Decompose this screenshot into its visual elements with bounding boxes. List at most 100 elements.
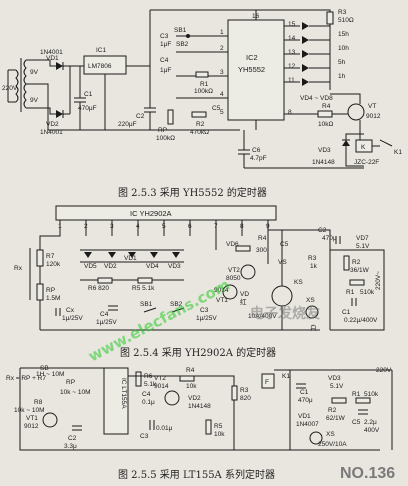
cx-ref: Cx	[66, 307, 75, 314]
c5-ref: C5	[352, 419, 361, 426]
k1-ref: K1	[282, 373, 290, 380]
vd3-part: 1N4148	[312, 159, 335, 166]
d1-ref: VD1	[46, 55, 59, 62]
led-10h: 10h	[338, 45, 349, 52]
ks-ref: KS	[294, 279, 303, 286]
r6-val: 5.1k	[144, 381, 157, 388]
r4-ref: R4	[186, 367, 195, 374]
vt1-ref: VT1	[26, 415, 38, 422]
ic2-pin11: 11	[288, 77, 295, 84]
r2-ref: R2	[328, 407, 337, 414]
r3-ref: R3	[240, 387, 249, 394]
ic2-pin15: 15	[288, 21, 296, 28]
vd4-ref: VD4	[146, 263, 159, 270]
resistor-r4	[235, 245, 251, 252]
vd3-ref: VD3	[328, 375, 341, 382]
vs-val: 10A/400V	[248, 313, 277, 320]
ic2-pin4: 4	[220, 91, 224, 98]
vt2-val: 9014	[154, 383, 169, 390]
ic2-pin5: 5	[220, 109, 224, 116]
ic-lt155a	[103, 367, 129, 435]
sb2-label: SB2	[176, 41, 189, 48]
c2-val: 220μF	[118, 121, 137, 128]
transistor-vt	[347, 103, 365, 121]
r2-ref: R2	[352, 259, 361, 266]
issue-number: NO.136	[340, 465, 395, 482]
c6-ref: C6	[252, 147, 261, 154]
r7-val: 120k	[46, 261, 61, 268]
relay-part: JZC-22F	[354, 159, 379, 166]
vd-red-ref: VD	[240, 291, 249, 298]
rx-label: Rx	[14, 265, 23, 272]
r4-ref: R4	[258, 235, 267, 242]
resistor-r5	[205, 419, 212, 435]
c4-val: 1μF	[160, 67, 171, 74]
ic-lt155a-label: IC LT155A	[120, 378, 127, 409]
resistor-r4	[317, 110, 333, 118]
c5-voltage: 400V	[364, 427, 380, 434]
r3-val: 1k	[310, 263, 318, 270]
c4-val: 1μ/25V	[96, 319, 117, 326]
ic2-ref: IC2	[246, 53, 258, 62]
rp-val: 10k ~ 10M	[60, 389, 91, 396]
ic2-yh5552	[227, 19, 285, 121]
vd7-val: 5.1V	[356, 243, 370, 250]
sb-range: 1H ~ 10M	[36, 371, 64, 378]
vt-ref: VT	[368, 103, 376, 110]
r5-ref: R5	[214, 423, 223, 430]
c5-ref: C5	[212, 105, 221, 112]
reg-part: LM7806	[88, 63, 112, 70]
r2-val: 470kΩ	[190, 129, 209, 136]
diode-vd2	[56, 110, 64, 118]
vt1-val: 9012	[24, 423, 39, 430]
r2-val: 36/1W	[350, 267, 370, 274]
k1-ref: K1	[394, 149, 402, 156]
ic2-pin1: 1	[220, 29, 224, 36]
transistor-vt1	[42, 412, 58, 428]
r1-val: 100kΩ	[194, 88, 213, 95]
capacitor-c2	[144, 10, 156, 130]
resistor-r1	[195, 71, 209, 78]
r8-ref: R8	[34, 399, 43, 406]
potentiometer-rp	[36, 283, 44, 301]
d2-part: 1N4001	[40, 129, 63, 136]
vd1-ref: VD1	[124, 255, 137, 262]
resistor-r1	[355, 397, 371, 404]
ic2-pin14: 14	[288, 35, 296, 42]
reg-ref: IC1	[96, 47, 107, 54]
ic2-pin13: 13	[288, 49, 296, 56]
f-ref: F	[265, 379, 269, 386]
led-15h: 15h	[338, 31, 349, 38]
r4-ref: R4	[322, 103, 331, 110]
c2-val: 470μ	[322, 235, 337, 242]
vt2-ref: VT2	[228, 267, 240, 274]
ic2-pin12: 12	[288, 63, 296, 70]
vd3-ref: VD3	[168, 263, 181, 270]
r4-val: 300	[256, 247, 267, 254]
resistor-r3	[231, 385, 238, 401]
vd3-val: 5.1V	[330, 383, 344, 390]
c3-val: 0.01μ	[156, 425, 173, 432]
diode-vd1	[56, 62, 64, 70]
vt1-ref: VT1	[216, 297, 228, 304]
resistor-r6	[97, 277, 113, 284]
transistor-vt2	[164, 390, 180, 406]
figure-caption-3: 图 2.5.5 采用 LT155A 系列定时器	[118, 468, 275, 481]
r1-ref: R1	[352, 391, 361, 398]
rp-val: 1.5M	[46, 295, 60, 302]
vd2-ref: VD2	[104, 263, 117, 270]
rp-ref: RP	[66, 379, 75, 386]
resistor-r2	[191, 111, 207, 118]
c1-val: 0.22μ/400V	[344, 317, 378, 324]
r2-ref: R2	[196, 121, 205, 128]
potentiometer-rp	[167, 109, 174, 125]
led-row	[84, 252, 180, 258]
vd6-ref: VD6	[226, 241, 239, 248]
resistor-r6	[135, 371, 142, 387]
d2-ref: VD2	[46, 121, 59, 128]
r4-val: 10kΩ	[318, 121, 333, 128]
ic2-pin2: 2	[220, 45, 224, 52]
c5-ref: C5	[280, 241, 289, 248]
r1-val: 510k	[360, 289, 375, 296]
ic2-pin8: 8	[288, 109, 292, 116]
